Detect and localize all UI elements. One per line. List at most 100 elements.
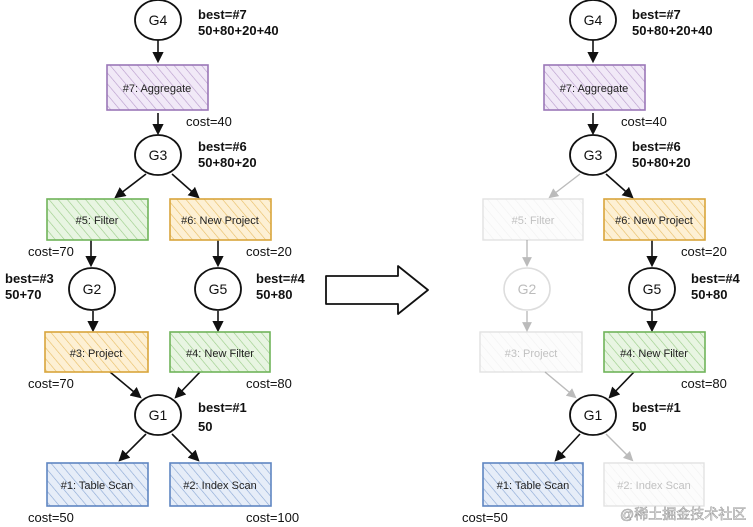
edge-g3-filter [114, 173, 147, 199]
group-circle [569, 134, 617, 176]
right-box-new-filter: #4: New Filter cost=80 [603, 331, 727, 391]
box-rect [603, 331, 706, 373]
right-faded-edges [522, 173, 634, 462]
left-group-g3: G3 best=#6 50+80+20 [134, 134, 257, 176]
edge-g3-new-project [171, 173, 200, 199]
box-label: #5: Filter [76, 215, 119, 227]
cost-label: cost=70 [28, 376, 74, 391]
transition-arrow-icon [325, 265, 429, 315]
box-rect [482, 462, 584, 507]
right-box-table-scan: #1: Table Scan cost=50 [462, 462, 584, 525]
group-label: G3 [149, 147, 168, 163]
box-label: #4: New Filter [186, 348, 254, 360]
group-label: G4 [584, 12, 603, 28]
box-rect [479, 331, 583, 373]
cost-label: cost=50 [28, 510, 74, 525]
group-label: G5 [209, 281, 228, 297]
left-box-aggregate: #7: Aggregate cost=40 [106, 64, 232, 129]
cost-label: cost=40 [621, 114, 667, 129]
right-group-g3: G3 best=#6 50+80+20 [569, 134, 691, 176]
box-label: #2: Index Scan [183, 480, 256, 492]
box-rect [169, 198, 272, 241]
edge-g1-table-scan [118, 433, 147, 462]
group-label: G2 [83, 281, 102, 297]
group-label: G2 [518, 281, 537, 297]
left-diagram: G4 best=#7 50+80+20+40 #7: Aggregate cos… [5, 0, 306, 525]
best-label: best=#1 [632, 400, 681, 415]
watermark: @稀土掘金技术社区 [620, 506, 746, 522]
group-circle [569, 394, 617, 436]
box-label: #4: New Filter [620, 348, 688, 360]
box-rect [44, 331, 149, 373]
group-circle [134, 134, 182, 176]
right-group-g2: G2 [503, 267, 551, 311]
box-label: #6: New Project [181, 215, 259, 227]
cost-sum-label: 50+80 [256, 287, 293, 302]
left-edges [85, 40, 224, 462]
cost-label: cost=50 [462, 510, 508, 525]
best-label: best=#7 [198, 7, 247, 22]
group-label: G4 [149, 12, 168, 28]
group-circle [134, 0, 182, 41]
cost-label: cost=80 [246, 376, 292, 391]
best-label: best=#1 [198, 400, 247, 415]
edge-g1-index-scan [171, 433, 200, 462]
cost-sum-label: 50+80 [691, 287, 728, 302]
edge-g3-filter [548, 173, 581, 199]
right-group-g5: G5 best=#4 50+80 [628, 267, 741, 311]
edge-g1-table-scan [554, 433, 581, 462]
cost-label: cost=40 [186, 114, 232, 129]
box-label: #6: New Project [615, 215, 693, 227]
cost-label: cost=80 [681, 376, 727, 391]
left-box-table-scan: #1: Table Scan cost=50 [28, 462, 149, 525]
group-label: G3 [584, 147, 603, 163]
box-label: #1: Table Scan [497, 480, 570, 492]
best-label: best=#7 [632, 7, 681, 22]
best-label: best=#6 [632, 139, 681, 154]
right-box-filter: #5: Filter [482, 198, 584, 241]
cost-sum-label: 50+80+20 [632, 155, 691, 170]
box-rect [603, 198, 706, 241]
cost-label: cost=100 [246, 510, 299, 525]
cost-sum-label: 50+70 [5, 287, 42, 302]
left-group-g5: G5 best=#4 50+80 [194, 267, 306, 311]
cost-sum-label: 50 [632, 419, 646, 434]
left-group-g2: G2 best=#3 50+70 [5, 267, 116, 311]
edge-g3-new-project [605, 173, 634, 199]
left-box-index-scan: #2: Index Scan cost=100 [169, 462, 299, 525]
box-rect [169, 331, 271, 373]
right-edges [554, 40, 658, 462]
left-box-new-project: #6: New Project cost=20 [169, 198, 292, 259]
cost-sum-label: 50+80+20+40 [198, 23, 279, 38]
box-label: #2: Index Scan [617, 480, 690, 492]
box-label: #5: Filter [512, 215, 555, 227]
group-label: G1 [584, 407, 603, 423]
right-diagram: G4 best=#7 50+80+20+40 #7: Aggregate cos… [462, 0, 741, 525]
cost-label: cost=20 [246, 244, 292, 259]
box-rect [46, 198, 149, 241]
edge-new-filter-g1 [608, 371, 635, 399]
box-label: #3: Project [70, 348, 123, 360]
right-box-aggregate: #7: Aggregate cost=40 [543, 64, 667, 129]
right-box-index-scan: #2: Index Scan [603, 462, 705, 507]
box-rect [543, 64, 646, 111]
right-box-new-project: #6: New Project cost=20 [603, 198, 727, 259]
best-label: best=#4 [691, 271, 741, 286]
box-rect [169, 462, 272, 507]
group-circle [194, 267, 242, 311]
left-box-project: #3: Project cost=70 [28, 331, 149, 391]
left-group-g4: G4 best=#7 50+80+20+40 [134, 0, 279, 41]
group-circle [628, 267, 676, 311]
group-circle [134, 394, 182, 436]
right-box-project: #3: Project [479, 331, 583, 373]
box-label: #3: Project [505, 348, 558, 360]
cost-sum-label: 50+80+20 [198, 155, 257, 170]
group-circle [569, 0, 617, 41]
best-label: best=#4 [256, 271, 306, 286]
left-group-g1: G1 best=#1 50 [134, 394, 247, 436]
left-box-new-filter: #4: New Filter cost=80 [169, 331, 292, 391]
right-group-g4: G4 best=#7 50+80+20+40 [569, 0, 713, 41]
box-label: #7: Aggregate [560, 83, 629, 95]
best-label: best=#3 [5, 271, 54, 286]
